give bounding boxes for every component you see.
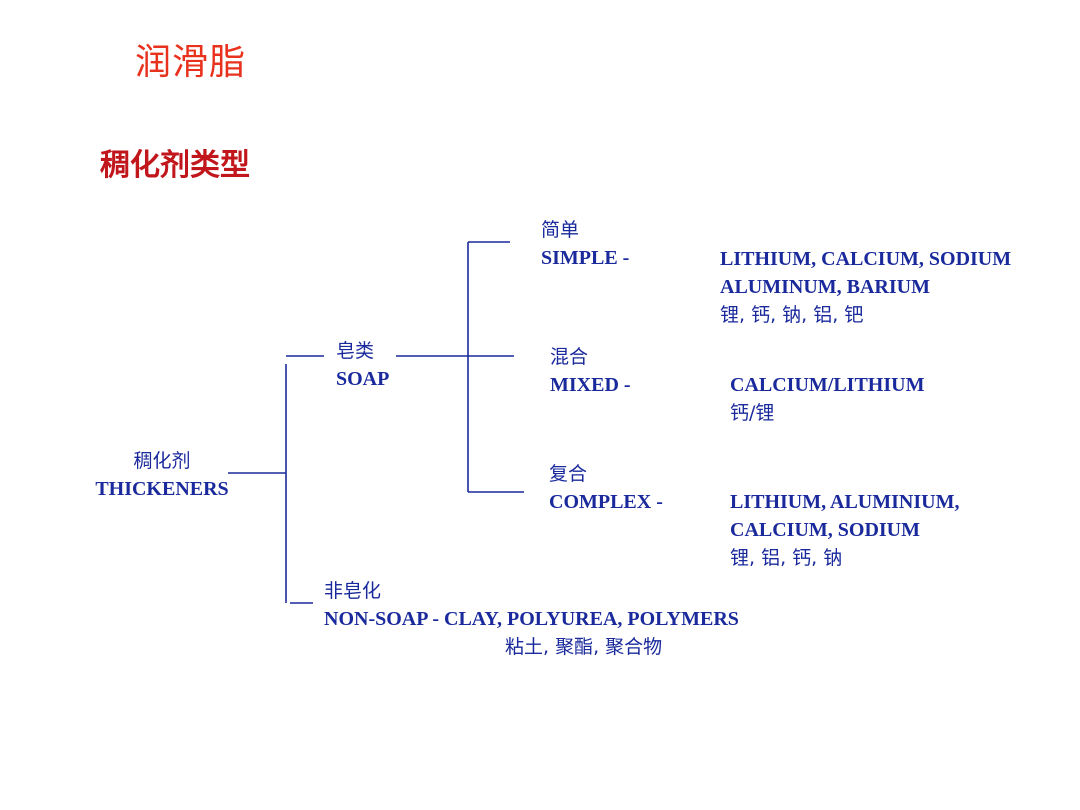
node-mixed: 混合 MIXED - (550, 343, 631, 399)
simple-detail-line1: LITHIUM, CALCIUM, SODIUM (720, 248, 1012, 270)
soap-en-label: SOAP (336, 368, 390, 390)
nonsoap-en-label: NON-SOAP - CLAY, POLYUREA, POLYMERS (324, 608, 739, 630)
nonsoap-cn-label: 非皂化 (324, 580, 382, 602)
node-complex: 复合 COMPLEX - (549, 460, 663, 516)
thickeners-cn-label: 稠化剂 (133, 450, 191, 472)
node-soap: 皂类 SOAP (336, 337, 389, 393)
node-thickeners: 稠化剂 THICKENERS (76, 447, 248, 503)
node-nonsoap: 非皂化 NON-SOAP - CLAY, POLYUREA, POLYMERS (324, 577, 739, 633)
complex-en-label: COMPLEX - (549, 491, 663, 513)
mixed-en-label: MIXED - (550, 374, 631, 396)
simple-details: LITHIUM, CALCIUM, SODIUM ALUMINUM, BARIU… (720, 245, 1011, 329)
mixed-details: CALCIUM/LITHIUM 钙/锂 (730, 371, 924, 427)
complex-detail-line1: LITHIUM, ALUMINIUM, (730, 491, 960, 513)
complex-detail-cn: 锂, 铝, 钙, 钠 (730, 547, 843, 569)
simple-cn-label: 简单 (541, 219, 580, 241)
nonsoap-details: 粘土, 聚酯, 聚合物 (505, 633, 662, 661)
simple-detail-line2: ALUMINUM, BARIUM (720, 276, 930, 298)
complex-details: LITHIUM, ALUMINIUM, CALCIUM, SODIUM 锂, 铝… (730, 488, 959, 572)
mixed-detail-cn: 钙/锂 (730, 402, 775, 424)
node-simple: 简单 SIMPLE - (541, 216, 629, 272)
nonsoap-detail-cn: 粘土, 聚酯, 聚合物 (505, 636, 663, 658)
slide-title: 润滑脂 (135, 42, 247, 83)
mixed-cn-label: 混合 (550, 346, 589, 368)
simple-detail-cn: 锂, 钙, 钠, 铝, 钯 (720, 304, 864, 326)
section-title: 稠化剂类型 (100, 148, 250, 183)
complex-detail-line2: CALCIUM, SODIUM (730, 519, 920, 541)
mixed-detail-line1: CALCIUM/LITHIUM (730, 374, 925, 396)
complex-cn-label: 复合 (549, 463, 588, 485)
thickeners-en-label: THICKENERS (95, 478, 229, 500)
soap-cn-label: 皂类 (336, 340, 375, 362)
simple-en-label: SIMPLE - (541, 247, 630, 269)
